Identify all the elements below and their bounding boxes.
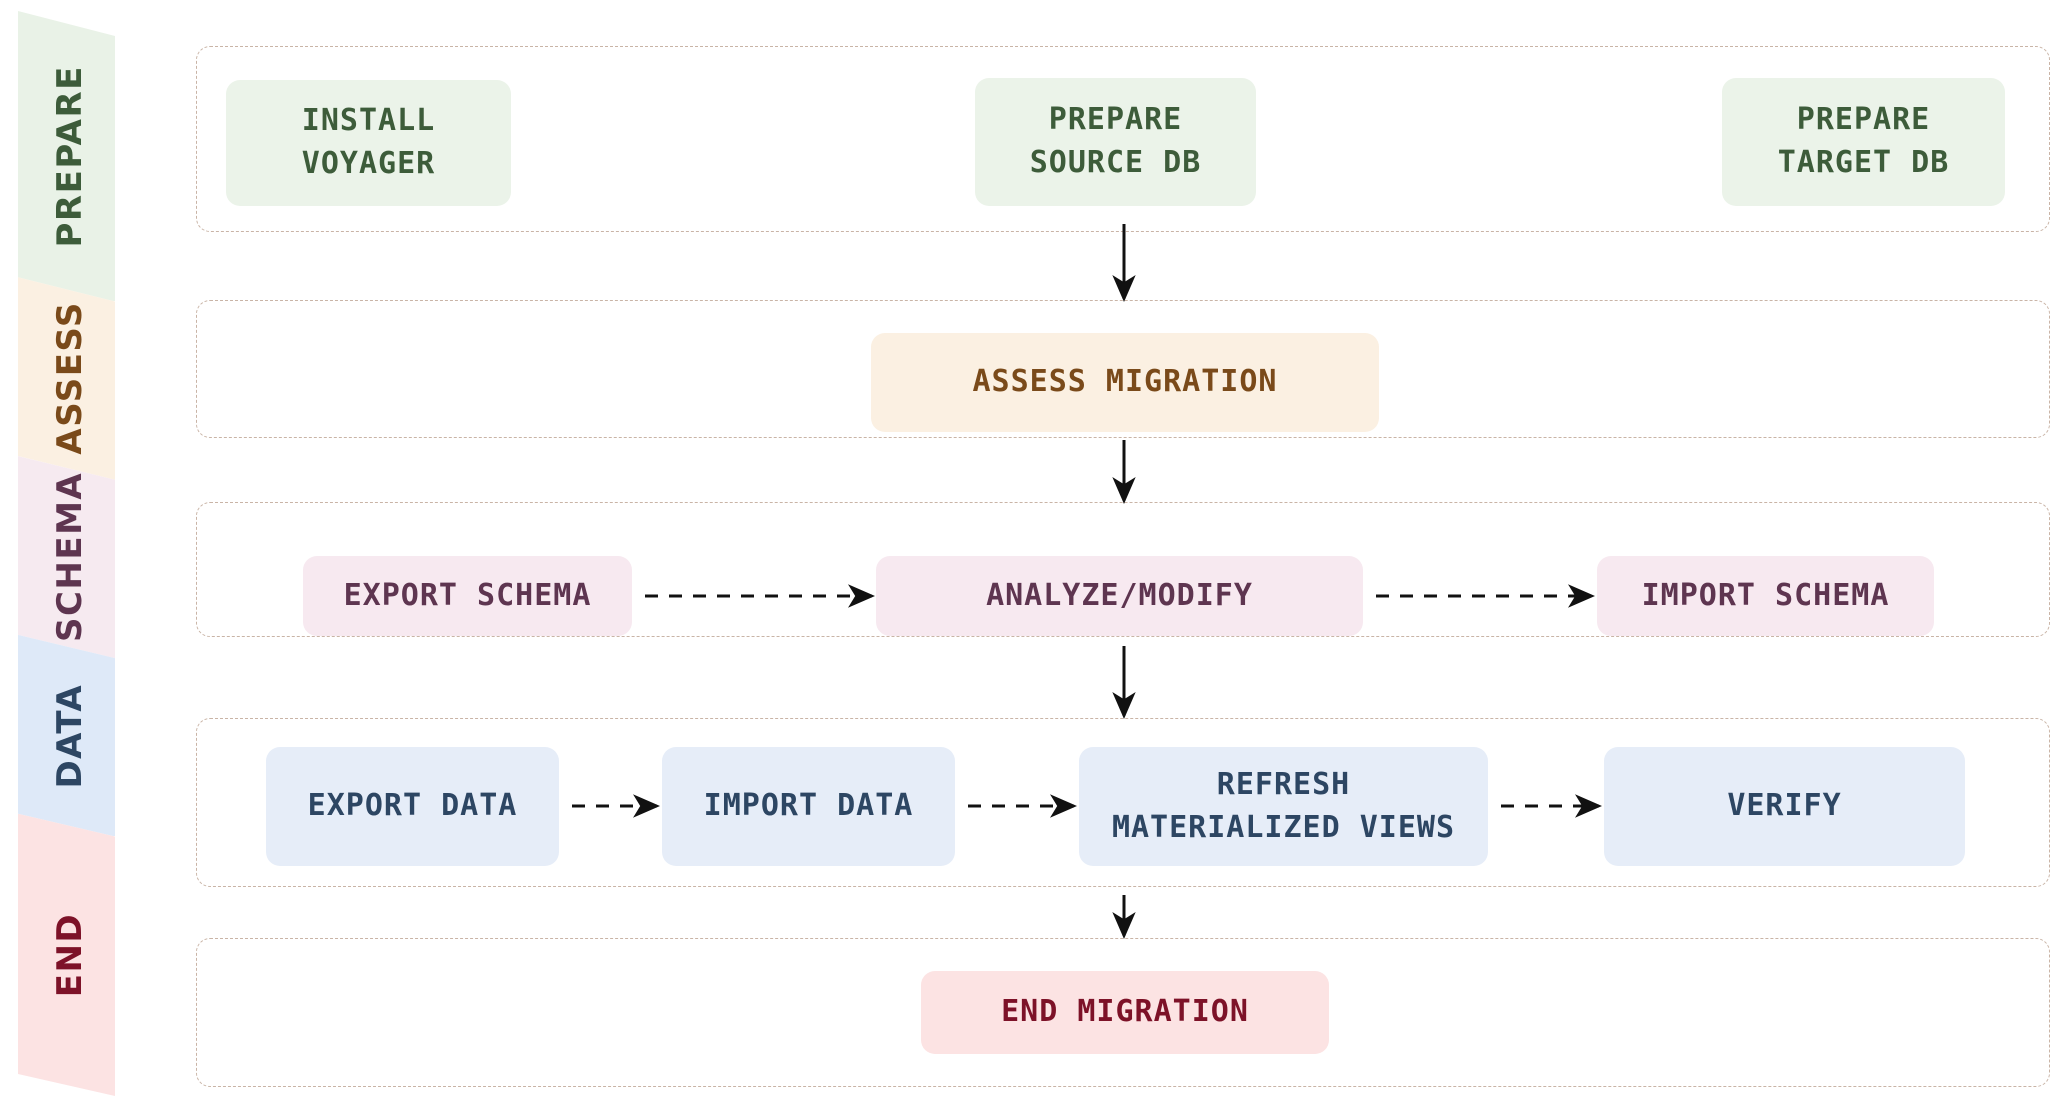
phase-label-schema: SCHEMA bbox=[50, 471, 90, 643]
step-box-verify[interactable]: VERIFY bbox=[1604, 747, 1965, 866]
step-box-install-voyager[interactable]: INSTALL VOYAGER bbox=[226, 80, 511, 206]
step-box-export-data[interactable]: EXPORT DATA bbox=[266, 747, 559, 866]
step-box-assess-migration[interactable]: ASSESS MIGRATION bbox=[871, 333, 1379, 432]
step-box-import-schema[interactable]: IMPORT SCHEMA bbox=[1597, 556, 1934, 636]
phase-label-prepare: PREPARE bbox=[50, 65, 90, 248]
step-box-prepare-source-db[interactable]: PREPARE SOURCE DB bbox=[975, 78, 1256, 206]
step-label-line: IMPORT DATA bbox=[703, 788, 914, 824]
step-label-line: END MIGRATION bbox=[1001, 994, 1249, 1030]
step-label-line: SOURCE DB bbox=[1029, 145, 1202, 180]
step-label-line: INSTALL bbox=[301, 103, 436, 139]
phase-band-assess[interactable]: ASSESS bbox=[0, 277, 140, 480]
phase-band-shape-schema bbox=[17, 456, 116, 659]
phase-label-end: END bbox=[50, 912, 90, 998]
step-label-line: ANALYZE/MODIFY bbox=[986, 577, 1253, 613]
step-box-export-schema[interactable]: EXPORT SCHEMA bbox=[303, 556, 632, 636]
step-label-line: PREPARE bbox=[1796, 102, 1931, 138]
step-label-line: IMPORT SCHEMA bbox=[1641, 577, 1890, 613]
step-label-line: EXPORT DATA bbox=[307, 788, 518, 824]
step-label-line: EXPORT SCHEMA bbox=[343, 577, 592, 613]
step-box-prepare-target-db[interactable]: PREPARE TARGET DB bbox=[1722, 78, 2005, 206]
phase-label-data: DATA bbox=[50, 683, 90, 789]
phase-band-schema[interactable]: SCHEMA bbox=[0, 456, 140, 659]
step-label-line: VERIFY bbox=[1727, 788, 1842, 824]
phase-band-shape-prepare bbox=[17, 11, 116, 302]
step-label-line: VOYAGER bbox=[301, 146, 436, 181]
step-label-line: PREPARE bbox=[1048, 102, 1183, 138]
phase-band-shape-assess bbox=[17, 277, 116, 480]
phase-label-assess: ASSESS bbox=[50, 301, 90, 456]
phase-band-shape-data bbox=[17, 634, 116, 837]
step-label-line: TARGET DB bbox=[1777, 145, 1950, 180]
phase-band-prepare[interactable]: PREPARE bbox=[0, 11, 140, 302]
phase-band-end[interactable]: END bbox=[0, 813, 140, 1096]
step-box-analyze-modify[interactable]: ANALYZE/MODIFY bbox=[876, 556, 1363, 636]
step-label-line: REFRESH bbox=[1216, 766, 1351, 802]
step-box-refresh-materialized-views[interactable]: REFRESH MATERIALIZED VIEWS bbox=[1079, 747, 1488, 866]
step-label-line: ASSESS MIGRATION bbox=[972, 364, 1278, 400]
phase-band-data[interactable]: DATA bbox=[0, 634, 140, 837]
step-box-import-data[interactable]: IMPORT DATA bbox=[662, 747, 955, 866]
step-box-end-migration[interactable]: END MIGRATION bbox=[921, 971, 1329, 1054]
phase-band-shape-end bbox=[17, 813, 116, 1096]
step-label-line: MATERIALIZED VIEWS bbox=[1111, 809, 1456, 845]
phase-sidebar: PREPARE ASSESS SCHEMA DATA END bbox=[0, 0, 140, 1105]
